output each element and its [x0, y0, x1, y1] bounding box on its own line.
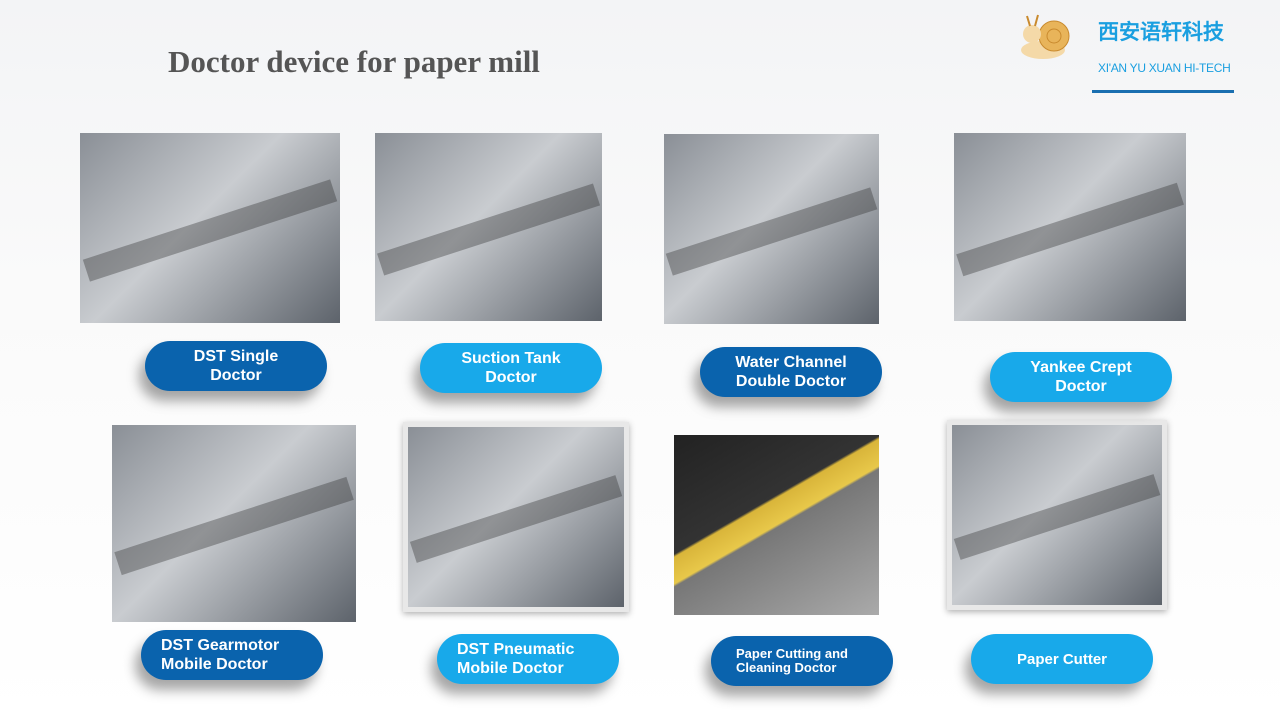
label-dst-pneumatic-mobile-doctor: DST Pneumatic Mobile Doctor: [437, 634, 619, 684]
label-paper-cutter: Paper Cutter: [971, 634, 1153, 684]
label-suction-tank-doctor: Suction Tank Doctor: [420, 343, 602, 393]
photo-yankee-crept-doctor: [954, 133, 1186, 321]
logo-english-name: XI'AN YU XUAN HI-TECH: [1098, 61, 1231, 75]
photo-dst-pneumatic-mobile-doctor: [403, 422, 629, 612]
label-dst-single-doctor: DST Single Doctor: [145, 341, 327, 391]
label-yankee-crept-doctor: Yankee Crept Doctor: [990, 352, 1172, 402]
label-paper-cutting-cleaning-doctor: Paper Cutting and Cleaning Doctor: [711, 636, 893, 686]
photo-suction-tank-doctor: [375, 133, 602, 321]
label-water-channel-double-doctor: Water Channel Double Doctor: [700, 347, 882, 397]
photo-paper-cutting-cleaning-doctor: [674, 435, 879, 615]
photo-paper-cutter: [947, 420, 1167, 610]
photo-water-channel-double-doctor: [664, 134, 879, 324]
label-dst-gearmotor-mobile-doctor: DST Gearmotor Mobile Doctor: [141, 630, 323, 680]
photo-dst-gearmotor-mobile-doctor: [112, 425, 356, 622]
snail-logo-icon: [1021, 14, 1070, 59]
logo-underline: [1092, 90, 1234, 93]
slide-title: Doctor device for paper mill: [168, 44, 540, 79]
logo-chinese-name: 西安语轩科技: [1098, 21, 1224, 44]
photo-dst-single-doctor: [80, 133, 340, 323]
